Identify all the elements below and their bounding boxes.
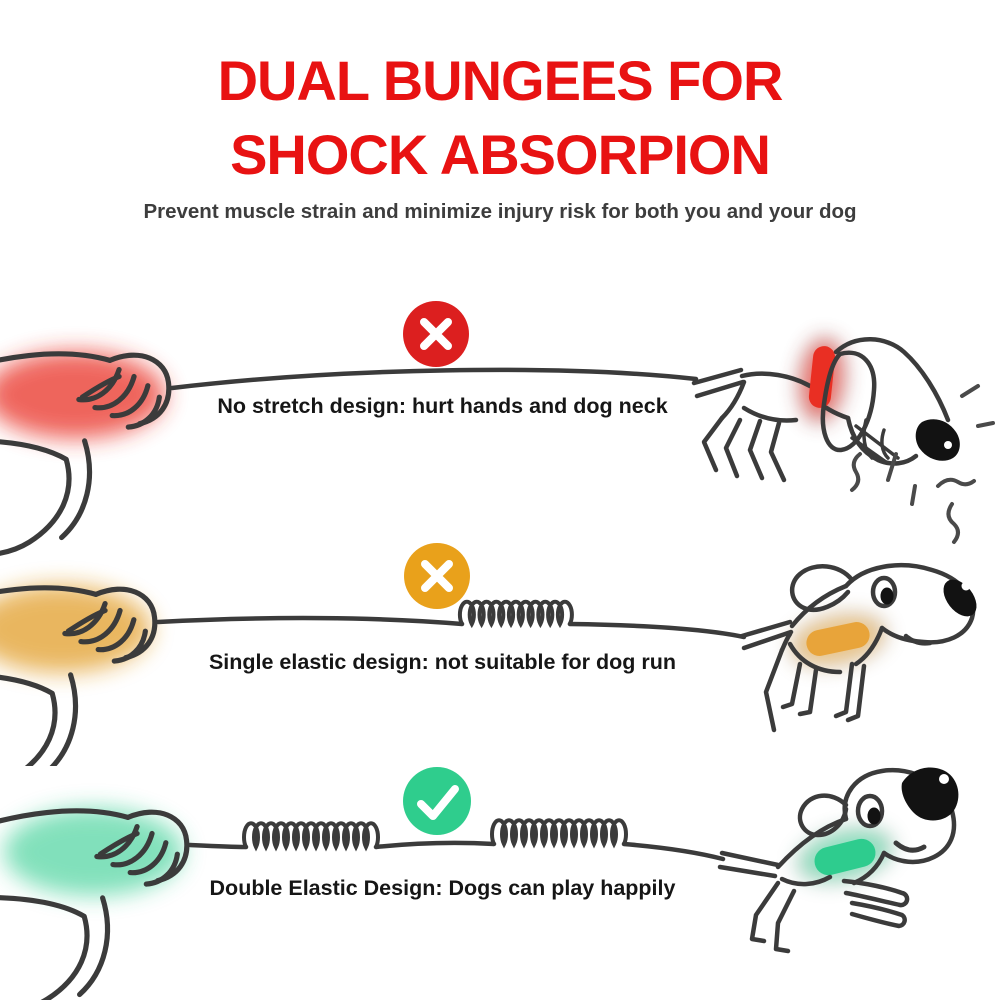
title-line-2: SHOCK ABSORPION xyxy=(230,123,771,186)
hand-illustration xyxy=(0,351,169,554)
leash-line xyxy=(155,599,747,640)
collar xyxy=(806,622,870,656)
caption-no-stretch: No stretch design: hurt hands and dog ne… xyxy=(217,394,668,418)
leash-line xyxy=(169,367,699,391)
row-double-elastic: Double Elastic Design: Dogs can play hap… xyxy=(0,755,1000,1000)
collar xyxy=(814,838,876,876)
caption-double-elastic: Double Elastic Design: Dogs can play hap… xyxy=(209,876,676,900)
row-single-elastic: Single elastic design: not suitable for … xyxy=(0,540,1000,766)
hand-illustration xyxy=(0,808,187,1000)
check-icon xyxy=(417,785,459,820)
x-icon xyxy=(421,560,453,592)
bungee-coil xyxy=(457,599,574,629)
dog-nose xyxy=(915,419,960,461)
dog-illustration xyxy=(691,337,995,544)
single-elastic-illustration xyxy=(0,563,977,766)
hand-illustration xyxy=(0,585,155,766)
approved-badge xyxy=(403,767,471,835)
row-no-stretch: No stretch design: hurt hands and dog ne… xyxy=(0,290,1000,556)
ear-patch xyxy=(901,767,959,821)
leash-line xyxy=(187,818,726,862)
bungee-coil-2 xyxy=(490,818,628,849)
title-line-1: DUAL BUNGEES FOR xyxy=(217,49,784,112)
no-stretch-illustration xyxy=(0,337,995,556)
subtitle: Prevent muscle strain and minimize injur… xyxy=(143,200,857,223)
caption-single-elastic: Single elastic design: not suitable for … xyxy=(208,650,677,674)
rejected-badge xyxy=(404,543,470,609)
dog-illustration xyxy=(717,767,959,954)
double-elastic-illustration xyxy=(0,767,959,1000)
collar xyxy=(808,346,836,408)
rejected-badge xyxy=(403,301,469,367)
bark-marks xyxy=(850,384,995,544)
bungee-coil-1 xyxy=(242,821,380,852)
page-title: DUAL BUNGEES FOR SHOCK ABSORPION xyxy=(0,44,1000,192)
x-icon xyxy=(420,318,452,350)
dog-nose xyxy=(943,579,977,617)
dog-illustration xyxy=(739,563,977,733)
